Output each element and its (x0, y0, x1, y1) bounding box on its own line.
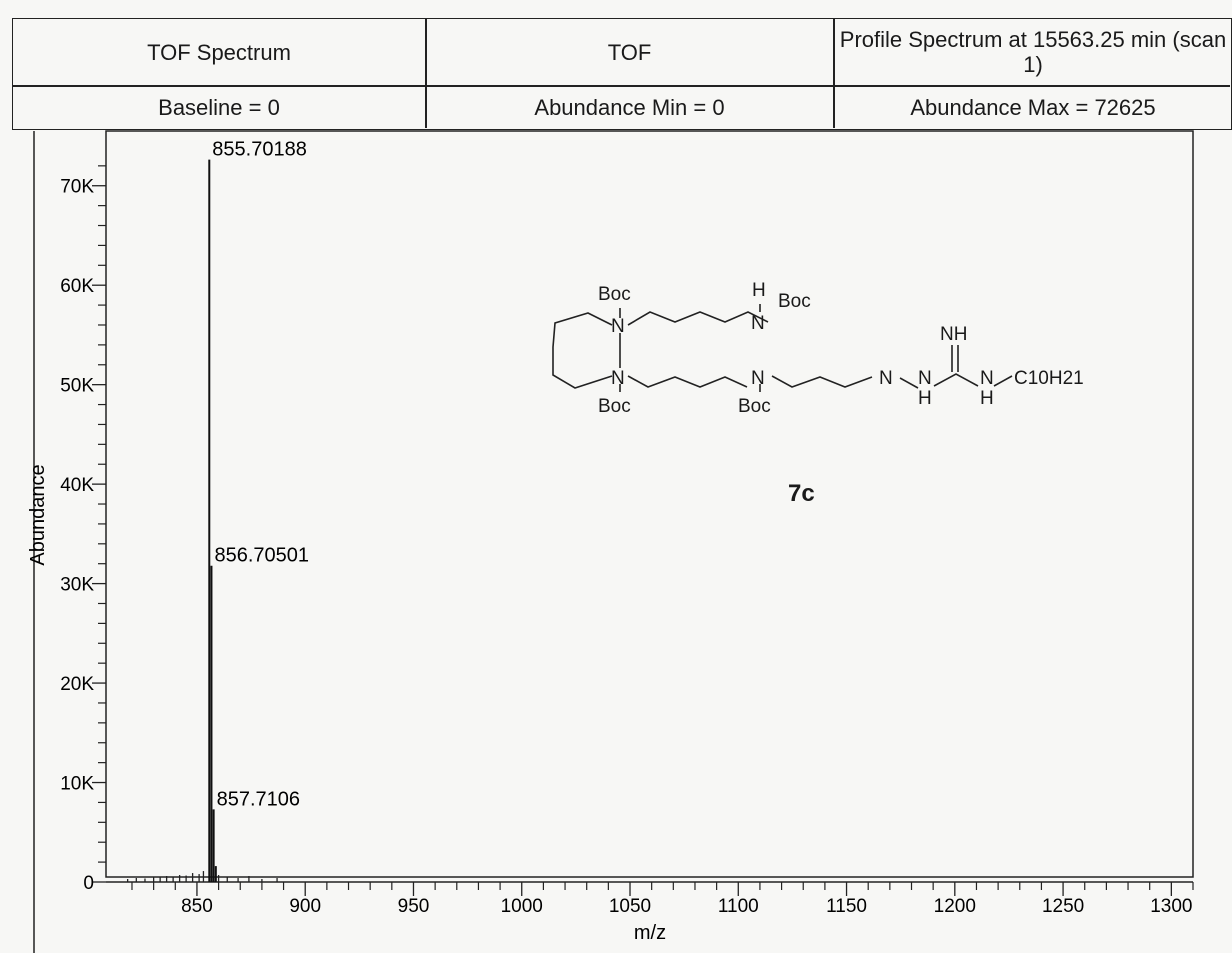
imine-double-bond (951, 345, 959, 372)
x-tick-label: 1000 (501, 896, 543, 917)
nitrogen-label: N (879, 368, 893, 389)
hydrogen-label: H (918, 388, 932, 409)
abundance-min: Abundance Min = 0 (534, 94, 725, 120)
x-axis: 850 900 950 1000 1050 1100 1150 1200 1250 1300 (106, 881, 1194, 917)
x-tick-label: 850 (181, 896, 213, 917)
nitrogen-label: N (918, 368, 932, 389)
y-tick-label: 10K (60, 774, 94, 795)
spectrum-series (127, 159, 278, 882)
x-tick-label: 1150 (826, 896, 867, 917)
y-tick-label: 30K (60, 575, 94, 596)
x-tick-label: 950 (398, 896, 430, 917)
x-tick-label: 1200 (934, 896, 976, 917)
chain-bond (771, 375, 873, 388)
chain-bond (627, 375, 748, 388)
hydrogen-label: H (980, 388, 994, 409)
nitrogen-label: N (751, 368, 765, 389)
boc-label: Boc (738, 396, 771, 417)
boc-label: Boc (598, 284, 631, 305)
x-tick-label: 1100 (718, 896, 759, 917)
header-table: TOF Spectrum TOF Profile Spectrum at 155… (12, 18, 1232, 130)
x-tick-label: 1250 (1042, 896, 1084, 917)
header-divider (425, 19, 427, 128)
profile-info: Profile Spectrum at 15563.25 min (scan 1… (839, 27, 1227, 77)
x-axis-label: m/z (634, 922, 666, 944)
boc-label: Boc (598, 396, 631, 417)
chemical-structure: Boc N N Boc H N Boc N Boc N N H NH N H C… (552, 280, 1084, 507)
nitrogen-label: N (611, 316, 625, 337)
nitrogen-label: N (751, 313, 765, 334)
guanidine-bond (933, 373, 979, 387)
x-tick-label: 1050 (609, 896, 651, 917)
peak-labels: 855.70188 856.70501 857.7106 (212, 139, 309, 811)
y-tick-label: 70K (60, 177, 94, 198)
x-tick-label: 1300 (1150, 896, 1192, 917)
compound-label: 7c (788, 480, 815, 507)
spectrum-title: TOF Spectrum (147, 39, 291, 65)
spectrum-source: TOF (607, 39, 652, 65)
imine-label: NH (940, 324, 967, 345)
alkyl-label: C10H21 (1014, 368, 1084, 389)
peak-label: 855.70188 (212, 139, 307, 161)
y-axis-label: Abundance (27, 464, 49, 565)
y-tick-label: 40K (60, 475, 94, 496)
peak-label: 857.7106 (217, 788, 300, 810)
peak-label: 856.70501 (214, 545, 309, 567)
boc-label: Boc (778, 291, 811, 312)
header-divider (833, 19, 835, 128)
alkyl-bond (993, 375, 1013, 387)
plot-frame (105, 130, 1194, 878)
y-axis: 0 10K 20K 30K 40K 50K 60K 70K (60, 165, 106, 894)
y-tick-label: 20K (60, 674, 94, 695)
hydrazone-bond (899, 377, 919, 389)
ring-bond (552, 312, 613, 389)
y-tick-label: 50K (60, 376, 94, 397)
header-divider (13, 85, 1230, 87)
nitrogen-label: N (611, 368, 625, 389)
hydrogen-label: H (752, 280, 766, 301)
y-tick-label: 60K (60, 276, 94, 297)
baseline-value: Baseline = 0 (158, 94, 280, 120)
nitrogen-label: N (980, 368, 994, 389)
y-tick-label: 0 (83, 873, 94, 894)
chain-bond (627, 311, 769, 326)
abundance-max: Abundance Max = 72625 (910, 94, 1156, 120)
x-tick-label: 900 (289, 896, 321, 917)
